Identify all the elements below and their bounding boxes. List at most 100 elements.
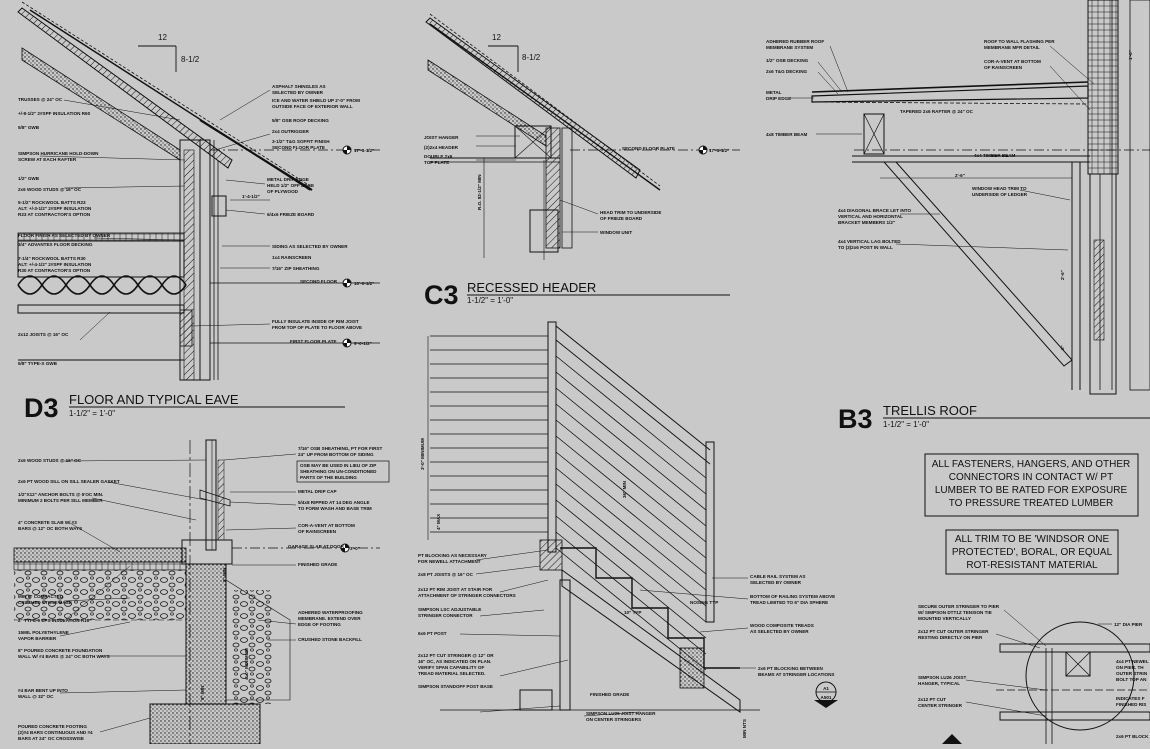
note: FOR NEWELL ATTACHMENT bbox=[418, 559, 481, 564]
trim-note-line: PROTECTED', BORAL, OR EQUAL bbox=[952, 547, 1113, 558]
note: ICE AND WATER SHIELD UP 2'-0" FROM bbox=[272, 98, 360, 103]
cable-rail-line bbox=[555, 483, 707, 607]
note: FINISHED GRADE bbox=[298, 562, 337, 567]
note: W/ SIMPSON DTT1Z TENSION TIE bbox=[918, 610, 992, 615]
note: VERIFY SPAN CAPABILITY OF bbox=[418, 665, 484, 670]
d3-pitch-rise: 8-1/2 bbox=[181, 55, 200, 64]
note: FROM TOP OF PLATE TO FLOOR ABOVE bbox=[272, 325, 362, 330]
note: DOUBLE 2x6 bbox=[424, 154, 453, 159]
b3-title-letter: B3 bbox=[838, 404, 873, 434]
note: SIMPSON LU26 JOIST bbox=[918, 675, 966, 680]
cable-rail-line bbox=[555, 387, 707, 511]
note: FLOOR FINISH AS SELECTED BY OWNER bbox=[18, 233, 111, 238]
note: JOIST HANGER bbox=[424, 135, 459, 140]
note: WOOD COMPOSITE TREADS bbox=[750, 623, 814, 628]
cable-rail-line bbox=[555, 371, 707, 495]
cable-rail-line bbox=[555, 403, 707, 527]
note: 2x12 PT RIM JOIST AT STAIR FOR bbox=[418, 587, 493, 592]
note: 2x6 PT BLOCKING BETWEEN bbox=[758, 666, 824, 671]
note: (2)#4 BARS CONTINUOUS AND #4 bbox=[18, 730, 93, 735]
section-marker[interactable]: A1 A501 bbox=[814, 681, 838, 708]
stair-dim-5: MIN NTS bbox=[742, 719, 747, 738]
note: WALL @ 32" OC bbox=[18, 694, 54, 699]
note: BRACKET MEMBERS 1/2" bbox=[838, 220, 895, 225]
cable-rail-line bbox=[555, 499, 707, 623]
note: ADHERED RUBBER ROOF bbox=[766, 39, 824, 44]
note: HELD 1/2" OFF EDGE bbox=[267, 183, 314, 188]
d3-title-name: FLOOR AND TYPICAL EAVE bbox=[69, 392, 239, 407]
cable-rail-line bbox=[555, 451, 707, 575]
b3-dim-2: 1'-0" bbox=[1128, 50, 1133, 60]
garage-slab-elev: 3'-0" bbox=[350, 546, 360, 551]
note: 5/8" TYPE-X GWB bbox=[18, 361, 58, 366]
note: 5/4x8 RIPPED AT 14 DEG ANGLE bbox=[298, 500, 370, 505]
detail-foundation: 3'-0" 8" MIN 4'-0" MINIMUM 8" MIN 2x6 WO… bbox=[13, 439, 390, 745]
note: BARS AT 24" OC CROSSWISE bbox=[18, 736, 84, 741]
note: 6/4x6 FRIEZE BOARD bbox=[267, 212, 315, 217]
note: 2" TYPE-9 EPS INSULATION R10 bbox=[18, 618, 90, 623]
note: FINISHED GRADE bbox=[590, 692, 629, 697]
note: ASPHALT SHINGLES AS bbox=[272, 84, 326, 89]
fastener-note-line: ALL FASTENERS, HANGERS, AND OTHER bbox=[932, 459, 1131, 470]
cable-rail-line bbox=[555, 515, 707, 639]
note: SELECTED BY OWNER bbox=[272, 90, 324, 95]
note: WINDOW UNIT bbox=[600, 230, 632, 235]
note: 2x12 PT CUT bbox=[918, 697, 946, 702]
d3-elev-second: 10'-0-1/2" bbox=[354, 281, 374, 286]
note: CRUSHED STONE BACKFILL bbox=[298, 637, 362, 642]
d3-pitch-run: 12 bbox=[158, 33, 167, 42]
note: HANGER, TYPICAL bbox=[918, 681, 960, 686]
note: 5/8" OSB ROOF DECKING bbox=[272, 118, 329, 123]
note: 5/8" GWB bbox=[18, 125, 40, 130]
d3-notes-right: ASPHALT SHINGLES AS SELECTED BY OWNER IC… bbox=[267, 84, 362, 344]
note: TREAD MATERIAL SELECTED. bbox=[418, 671, 485, 676]
note: 2x6 WOOD STUDS @ 16" OC bbox=[18, 187, 82, 192]
note: MINIMUM 2 BOLTS PER SILL MEMBER bbox=[18, 498, 103, 503]
note: 2x6 WOOD STUDS @ 16" OC bbox=[18, 458, 82, 463]
trim-note-line: ROT-RESISTANT MATERIAL bbox=[966, 560, 1098, 571]
b3-dim-1: 2'-6" bbox=[1060, 270, 1065, 280]
note: VERTICAL AND HORIZONTAL bbox=[838, 214, 903, 219]
note: MEMBRANE SYSTEM bbox=[766, 45, 813, 50]
note: SIMPSON LU26 JOIST HANGER bbox=[586, 711, 656, 716]
note: SHEATHING ON UN-CONDITIONED bbox=[300, 469, 377, 474]
note: TO (3)2x6 POST IN WALL bbox=[838, 245, 893, 250]
note: FIRST FLOOR PLATE bbox=[290, 339, 337, 344]
note: UNDERSIDE OF LEDGER bbox=[972, 192, 1028, 197]
note: 5-1/2" ROCKWOOL BATTS R23 bbox=[18, 200, 86, 205]
note: 2x8 PT JOISTS @ 16" OC bbox=[418, 572, 474, 577]
trim-note-line: ALL TRIM TO BE 'WINDSOR ONE bbox=[955, 534, 1110, 545]
cable-rail-line bbox=[555, 355, 707, 479]
note: RESTING DIRECTLY ON PIER bbox=[918, 635, 983, 640]
note: OUTSIDE FACE OF EXTERIOR WALL bbox=[272, 104, 353, 109]
detail-b3-trellis: 2'-6" 2'-6" 1'-0" 6" ADHERED RUBBER ROOF… bbox=[766, 0, 1150, 434]
note: 2x12 PT CUT STRINGER @ 12" OR bbox=[418, 653, 494, 658]
note: 24" UP FROM BOTTOM OF SIDING bbox=[298, 452, 374, 457]
note: SIMPSON STANDOFF POST BASE bbox=[418, 684, 493, 689]
note: SIDING AS SELECTED BY OWNER bbox=[272, 244, 348, 249]
note: 7/16" ZIP SHEATHING bbox=[272, 266, 320, 271]
note: PARTS OF THE BUILDING bbox=[300, 475, 357, 480]
note: TO FORM WASH AND BASE TRIM bbox=[298, 506, 372, 511]
note: (2)2x4 HEADER bbox=[424, 145, 459, 150]
c3-title-letter: C3 bbox=[424, 280, 459, 310]
note: ALT: +/-3-1/2" 2#SPF INSULATION bbox=[18, 206, 92, 211]
stair-dim-3: 10" TYP bbox=[624, 610, 642, 615]
note: OF RAINSCREEN bbox=[298, 529, 337, 534]
note: WALL W/ #4 BARS @ 24" OC BOTH WAYS bbox=[18, 654, 110, 659]
note: 2x6 T&G DECKING bbox=[766, 69, 808, 74]
foundation-dim-1: 4'-0" MINIMUM bbox=[244, 648, 249, 680]
note: PT BLOCKING AS NECESSARY bbox=[418, 553, 487, 558]
d3-notes-left: TRUSSES @ 24" OC +/-8-1/2" 2#SPF INSULAT… bbox=[18, 97, 111, 366]
note: ATTACHMENT OF STRINGER CONNECTORS bbox=[418, 593, 516, 598]
note: COR-A-VENT AT BOTTOM bbox=[984, 59, 1041, 64]
section-marker-bottom: A501 bbox=[821, 695, 832, 700]
note: CENTER STRINGER bbox=[918, 703, 963, 708]
fastener-note-line: CONNECTORS IN CONTACT W/ PT bbox=[949, 472, 1113, 483]
note: 2x6 PT WOOD SILL ON SILL SEALER GASKET bbox=[18, 479, 120, 484]
c3-pitch-run: 12 bbox=[492, 33, 501, 42]
note: FULLY INSULATE INSIDE OF RIM JOIST bbox=[272, 319, 359, 324]
note: OSB MAY BE USED IN LIEU OF ZIP bbox=[300, 463, 376, 468]
note: FINISHED RIS bbox=[1116, 702, 1146, 707]
d3-elev-first: 9'-0-1/2" bbox=[354, 341, 372, 346]
